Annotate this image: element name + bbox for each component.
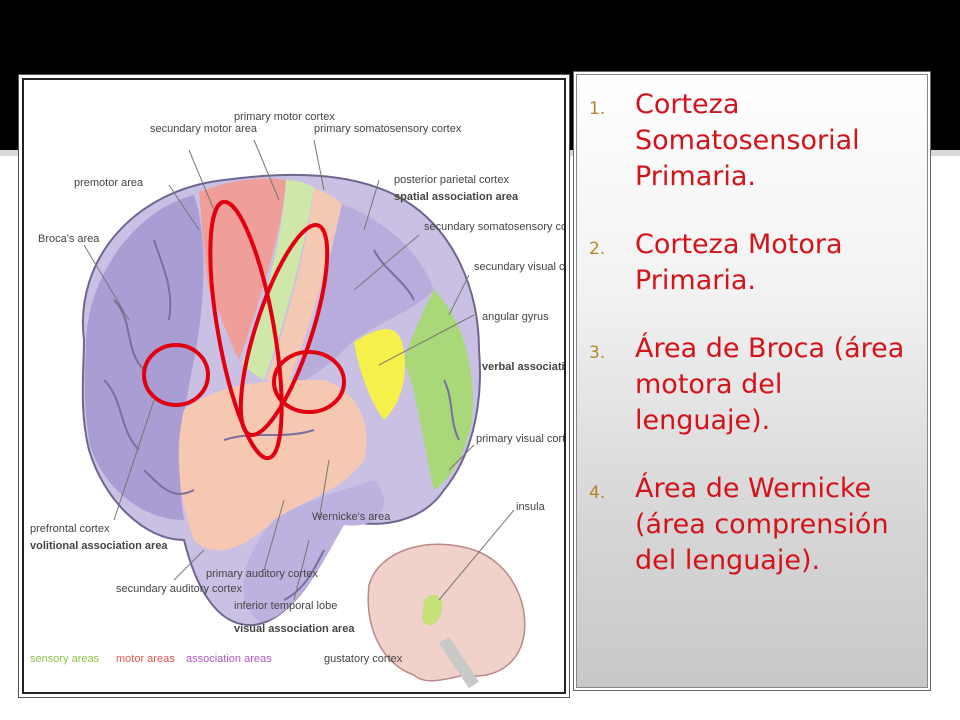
label-primary-somato: primary somatosensory cortex [314, 123, 462, 135]
brain-diagram: secundary motor area primary motor corte… [30, 111, 564, 689]
label-insula: insula [516, 501, 546, 513]
visual-cortex-region [404, 290, 473, 490]
label-premotor: premotor area [74, 177, 144, 189]
list-item: 1. Corteza Somatosensorial Primaria. [585, 87, 921, 195]
primary-motor-strip [242, 180, 314, 380]
label-volitional: volitional association area [30, 540, 168, 552]
list-text: Corteza Motora Primaria. [635, 229, 843, 296]
list-text: Área de Broca (área motora del lenguaje)… [635, 333, 905, 436]
list-text: Corteza Somatosensorial Primaria. [635, 89, 860, 192]
label-secondary-visual: secundary visual cortex [474, 261, 564, 273]
temporal-region [178, 380, 367, 551]
label-primary-auditory: primary auditory cortex [206, 568, 318, 580]
label-primary-visual: primary visual cortex [476, 433, 564, 445]
list-number: 2. [589, 239, 606, 259]
sulci [103, 239, 460, 601]
label-visual-assoc: visual association area [234, 623, 355, 635]
label-verbal-assoc: verbal association area [482, 361, 564, 373]
legend-motor: motor areas [116, 653, 175, 665]
label-broca: Broca's area [38, 233, 100, 245]
brain-diagram-image: secundary motor area primary motor corte… [22, 78, 566, 694]
legend-association: association areas [186, 653, 272, 665]
label-wernicke: Wernicke's area [312, 511, 391, 523]
label-secondary-auditory: secundary auditory cortex [116, 583, 242, 595]
label-secondary-motor: secundary motor area [150, 123, 258, 135]
divider-rule-mid [562, 150, 578, 156]
somatosensory-strip [266, 188, 342, 382]
inferior-temporal-region [243, 480, 384, 622]
divider-rule-right [926, 150, 960, 156]
numbered-list: 1. Corteza Somatosensorial Primaria. 2. … [585, 87, 921, 611]
bullet-panel: 1. Corteza Somatosensorial Primaria. 2. … [576, 74, 928, 688]
angular-gyrus-region [354, 328, 405, 420]
pointer-lines [83, 139, 515, 601]
list-item: 3. Área de Broca (área motora del lengua… [585, 331, 921, 439]
label-inferior-temporal: inferior temporal lobe [234, 600, 337, 612]
inset-brain [367, 543, 526, 689]
list-text: Área de Wernicke (área comprensión del l… [635, 473, 889, 576]
label-spatial-assoc: spatial association area [394, 191, 519, 203]
divider-rule-left [0, 150, 22, 156]
label-posterior-parietal: posterior parietal cortex [394, 174, 509, 186]
list-number: 3. [589, 343, 606, 363]
list-number: 1. [589, 99, 606, 119]
label-gustatory: gustatory cortex [324, 653, 403, 665]
legend-sensory: sensory areas [30, 653, 100, 665]
list-item: 4. Área de Wernicke (área comprensión de… [585, 471, 921, 579]
label-prefrontal: prefrontal cortex [30, 523, 110, 535]
parietal-region [292, 204, 434, 384]
label-primary-motor: primary motor cortex [234, 111, 335, 123]
highlight-marks [142, 199, 346, 461]
label-secondary-somato: secundary somatosensory cortex [424, 221, 564, 233]
motor-cortex-region [199, 178, 286, 360]
list-item: 2. Corteza Motora Primaria. [585, 227, 921, 299]
list-number: 4. [589, 483, 606, 503]
label-angular: angular gyrus [482, 311, 549, 323]
prefrontal-region [84, 195, 204, 520]
